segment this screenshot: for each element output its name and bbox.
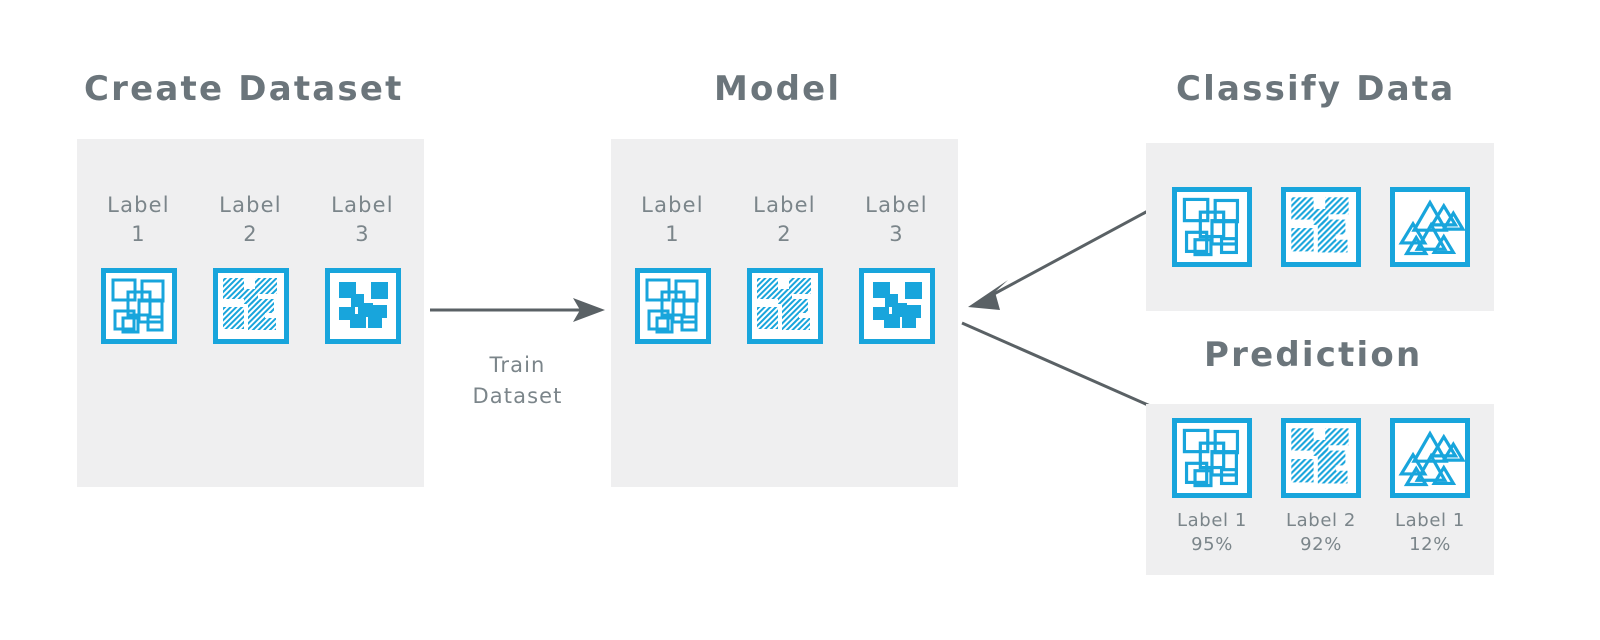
label-text: Label 2 bbox=[753, 193, 816, 246]
model-label-2: Label 2 bbox=[746, 191, 823, 344]
tile-wrap bbox=[634, 268, 711, 344]
train-dataset-caption: Train Dataset bbox=[472, 353, 563, 408]
model-title: Model bbox=[714, 69, 842, 109]
outlined-squares-icon bbox=[1172, 418, 1252, 498]
tile-wrap bbox=[746, 268, 823, 344]
classify-data-tile-row bbox=[1172, 187, 1470, 267]
tile-wrap bbox=[212, 268, 289, 344]
create-dataset-label-2: Label 2 bbox=[212, 191, 289, 344]
tile-wrap bbox=[858, 268, 935, 344]
hatched-squares-icon bbox=[746, 268, 823, 344]
model-label-row: Label 1 bbox=[611, 191, 958, 344]
classify-data-title: Classify Data bbox=[1176, 69, 1456, 109]
label-text: Label 1 bbox=[641, 193, 704, 246]
prediction-caption: Label 1 12% bbox=[1395, 510, 1465, 555]
prediction-title: Prediction bbox=[1204, 335, 1423, 375]
tile-wrap bbox=[324, 268, 401, 344]
create-dataset-label-1: Label 1 bbox=[100, 191, 177, 344]
model-panel: Label 1 bbox=[611, 139, 958, 487]
tile-wrap bbox=[100, 268, 177, 344]
hatched-squares-icon bbox=[1281, 418, 1361, 498]
hatched-squares-icon bbox=[1281, 187, 1361, 267]
outlined-triangles-icon bbox=[1390, 187, 1470, 267]
outlined-squares-icon bbox=[634, 268, 711, 344]
label-text: Label 3 bbox=[865, 193, 928, 246]
prediction-item-2: Label 2 92% bbox=[1281, 418, 1361, 557]
label-text: Label 1 bbox=[107, 193, 170, 246]
solid-squares-icon bbox=[324, 268, 401, 344]
prediction-tile-row: Label 1 95% bbox=[1172, 418, 1470, 557]
solid-squares-icon bbox=[858, 268, 935, 344]
train-dataset-arrow bbox=[430, 298, 605, 322]
model-label-3: Label 3 bbox=[858, 191, 935, 344]
outlined-squares-icon bbox=[1172, 187, 1252, 267]
create-dataset-label-3: Label 3 bbox=[324, 191, 401, 344]
outlined-triangles-icon bbox=[1390, 418, 1470, 498]
create-dataset-panel: Label 1 bbox=[77, 139, 424, 487]
outlined-squares-icon bbox=[100, 268, 177, 344]
prediction-caption: Label 1 95% bbox=[1177, 510, 1247, 555]
hatched-squares-icon bbox=[212, 268, 289, 344]
model-label-1: Label 1 bbox=[634, 191, 711, 344]
prediction-item-3: Label 1 12% bbox=[1390, 418, 1470, 557]
create-dataset-title: Create Dataset bbox=[84, 69, 404, 109]
prediction-item-1: Label 1 95% bbox=[1172, 418, 1252, 557]
label-text: Label 2 bbox=[219, 193, 282, 246]
label-text: Label 3 bbox=[331, 193, 394, 246]
create-dataset-label-row: Label 1 bbox=[77, 191, 424, 344]
classify-to-model-arrow bbox=[968, 196, 1173, 310]
prediction-caption: Label 2 92% bbox=[1286, 510, 1356, 555]
